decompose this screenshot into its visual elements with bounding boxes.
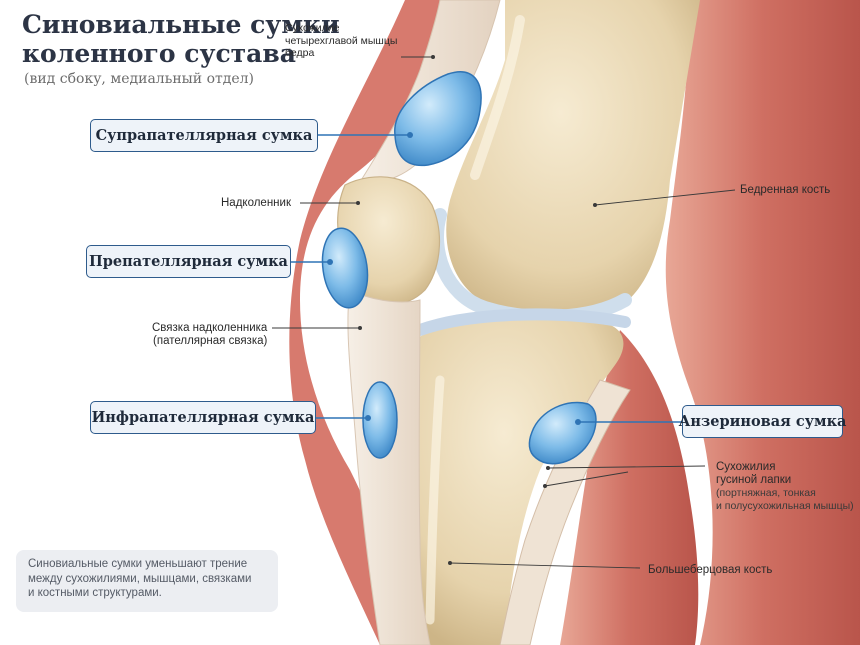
anterior-muscle [289, 0, 470, 645]
info-note: Синовиальные сумки уменьшают трение межд… [16, 550, 278, 612]
title-line-2: коленного сустава [22, 39, 296, 68]
info-line-2: между сухожилиями, мышцами, связками [28, 572, 252, 585]
meniscus [414, 308, 631, 336]
leader-lines [272, 56, 736, 569]
page-subtitle: (вид сбоку, медиальный отдел) [24, 71, 255, 87]
pointer-dots [327, 132, 581, 425]
leader-dots [356, 55, 597, 565]
prepatellar-bursa-label: Препателлярная сумка [86, 245, 291, 278]
bursa-pointers [291, 134, 682, 423]
page-title: Синовиальные сумки коленного сустава [22, 10, 340, 68]
quadriceps-tendon-label: Сухожилие четырехглавой мышцы бедра [285, 22, 398, 59]
anserine-bursa [528, 401, 597, 465]
tibia-label: Большеберцовая кость [648, 564, 773, 576]
infrapatellar-bursa-label: Инфрапателлярная сумка [90, 401, 316, 434]
patellar-ligament [347, 289, 431, 645]
anserine-bursa-label: Анзериновая сумка [679, 405, 846, 438]
info-line-3: и костными структурами. [28, 587, 162, 599]
suprapatellar-bursa [394, 71, 482, 167]
patellar-ligament-label: Связка надколенника (пателлярная связка) [152, 322, 268, 347]
prepatellar-bursa [321, 227, 369, 309]
patella-label: Надколенник [221, 197, 291, 209]
femur-label: Бедренная кость [740, 184, 831, 196]
posterior-muscle [665, 0, 860, 645]
info-line-1: Синовиальные сумки уменьшают трение [28, 558, 248, 570]
pes-anserinus-label: Сухожилия гусиной лапки (портняжная, тон… [716, 461, 854, 512]
calf-muscle [560, 330, 699, 645]
infrapatellar-bursa [362, 381, 398, 459]
title-line-1: Синовиальные сумки [22, 10, 340, 39]
pes-anserinus-tendons [499, 379, 631, 645]
suprapatellar-bursa-label: Супрапателлярная сумка [90, 119, 318, 152]
